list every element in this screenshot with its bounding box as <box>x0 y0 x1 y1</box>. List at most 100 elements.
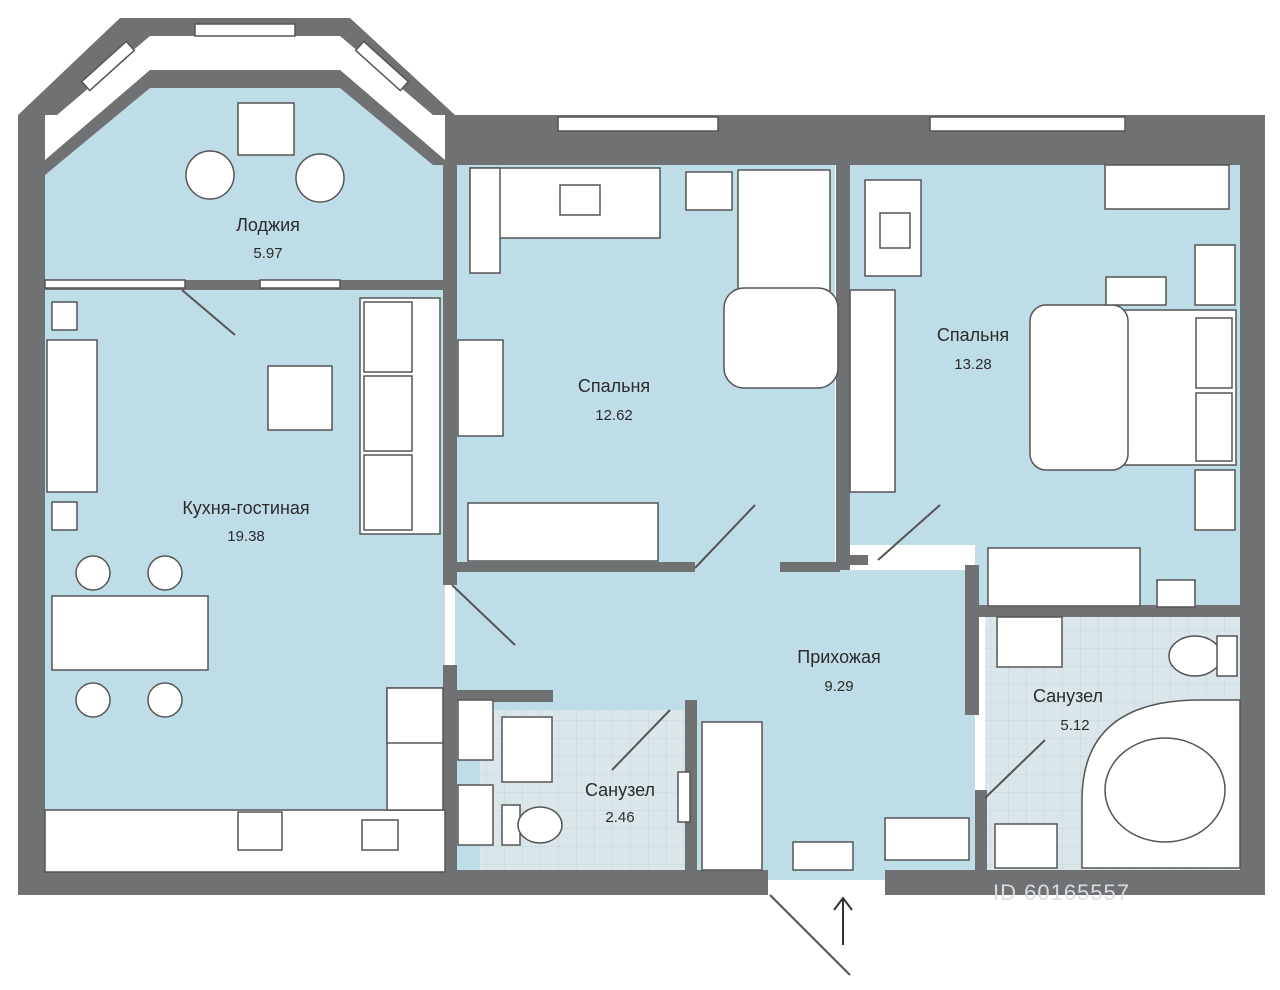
sofa-seat <box>363 301 413 373</box>
laptop <box>879 212 911 249</box>
nightstand <box>1194 469 1236 531</box>
dining-table <box>51 595 209 671</box>
dresser <box>1104 164 1230 210</box>
door-swing-icon <box>451 584 516 646</box>
room-label: Спальня <box>577 376 651 396</box>
bed-2-blanket <box>1029 304 1129 471</box>
bath1-niche <box>457 784 494 846</box>
window-icon <box>259 279 341 289</box>
ladder-rack <box>457 339 504 437</box>
washbasin-2 <box>996 616 1063 668</box>
wardrobe-1 <box>467 502 659 562</box>
room-area: 5.97 <box>253 245 283 262</box>
loggia-table <box>237 102 295 156</box>
room-area: 19.38 <box>227 528 265 545</box>
bathtub-basin <box>1104 737 1226 843</box>
window-icon <box>929 116 1126 132</box>
room-label: Лоджия <box>236 215 300 235</box>
wall-bed1-bed2 <box>836 165 850 570</box>
wall-bed1-bottom <box>455 562 695 572</box>
door-swing-icon <box>984 739 1046 799</box>
wardrobe-2 <box>987 547 1141 607</box>
wall-bed2-bottom <box>848 555 868 565</box>
toilet-2-tank <box>1216 635 1238 677</box>
loggia-wall <box>18 70 455 175</box>
wall-bath1-top <box>443 690 553 702</box>
dining-chair <box>147 682 183 718</box>
coffee-table <box>267 365 333 431</box>
door-swing-icon <box>694 504 756 569</box>
fridge-top <box>386 687 444 744</box>
door-swing-icon <box>769 894 851 976</box>
room-area: 13.28 <box>954 356 992 373</box>
wall-bottom-1 <box>18 870 768 895</box>
window-icon <box>80 40 136 92</box>
window-icon <box>557 116 719 132</box>
shelf-box <box>1156 579 1196 608</box>
room-label: Санузел <box>1032 686 1104 706</box>
loggia-chair <box>295 153 345 203</box>
room-label: Прихожая <box>797 647 881 667</box>
rug-slippers <box>1105 276 1167 306</box>
shoe-cabinet <box>884 817 970 861</box>
room-area: 2.46 <box>605 809 635 826</box>
wall-bottom-2 <box>885 870 1265 895</box>
side-box <box>51 501 78 531</box>
wardrobe-tall <box>849 289 896 493</box>
tv-cabinet <box>46 339 98 493</box>
pillow <box>1195 392 1233 462</box>
loggia-chair <box>185 150 235 200</box>
bath1-niche <box>457 699 494 761</box>
monitor <box>559 184 601 216</box>
dining-chair <box>75 682 111 718</box>
toilet-2-bowl <box>1168 635 1222 677</box>
room-area: 9.29 <box>824 678 854 695</box>
wall-kitchen-loggia <box>45 280 445 290</box>
dining-chair <box>147 555 183 591</box>
door-swing-icon <box>877 504 941 561</box>
furniture <box>44 102 1241 873</box>
wall-kitchen-bed1 <box>443 165 457 585</box>
door-swing-icon <box>611 709 671 771</box>
door-swing-icon <box>181 289 236 336</box>
sofa-seat <box>363 454 413 531</box>
room-area: 5.12 <box>1060 717 1090 734</box>
wall-bath2-left-lower <box>975 790 987 875</box>
desk-2 <box>864 179 922 277</box>
wall-bath2-left <box>965 565 979 715</box>
wall-right <box>1240 115 1265 895</box>
room-label: Кухня-гостиная <box>182 498 310 518</box>
entry-mat <box>792 841 854 871</box>
wall-bath2-top <box>979 605 1240 617</box>
wall-left <box>18 115 45 895</box>
stove <box>237 811 283 851</box>
entrance-arrow-icon <box>833 896 853 945</box>
hall-wardrobe <box>701 721 763 871</box>
room-area: 12.62 <box>595 407 633 424</box>
window-icon <box>44 279 186 289</box>
watermark: ID 60165557 <box>993 880 1130 905</box>
nightstand <box>1194 244 1236 306</box>
wall-bath1-left <box>443 665 457 875</box>
sofa-seat <box>363 375 413 452</box>
pillow <box>1195 317 1233 389</box>
washbasin-1 <box>501 716 553 783</box>
bookshelf <box>469 167 501 274</box>
side-box <box>51 301 78 331</box>
window-icon <box>354 40 410 92</box>
room-label: Спальня <box>936 325 1010 345</box>
room-label: Санузел <box>584 780 656 800</box>
towel-rail <box>677 771 691 823</box>
dining-chair <box>75 555 111 591</box>
bed-1-blanket <box>723 287 839 389</box>
wall-bath1-right <box>685 700 697 875</box>
tv-stand <box>685 171 733 211</box>
washing-machine <box>994 823 1058 869</box>
window-icon <box>194 23 296 37</box>
toilet-1-bowl <box>517 806 563 844</box>
doors <box>181 289 1046 976</box>
sink <box>361 819 399 851</box>
loggia-floor <box>45 70 445 280</box>
wall-bed1-bottom-2 <box>780 562 840 572</box>
